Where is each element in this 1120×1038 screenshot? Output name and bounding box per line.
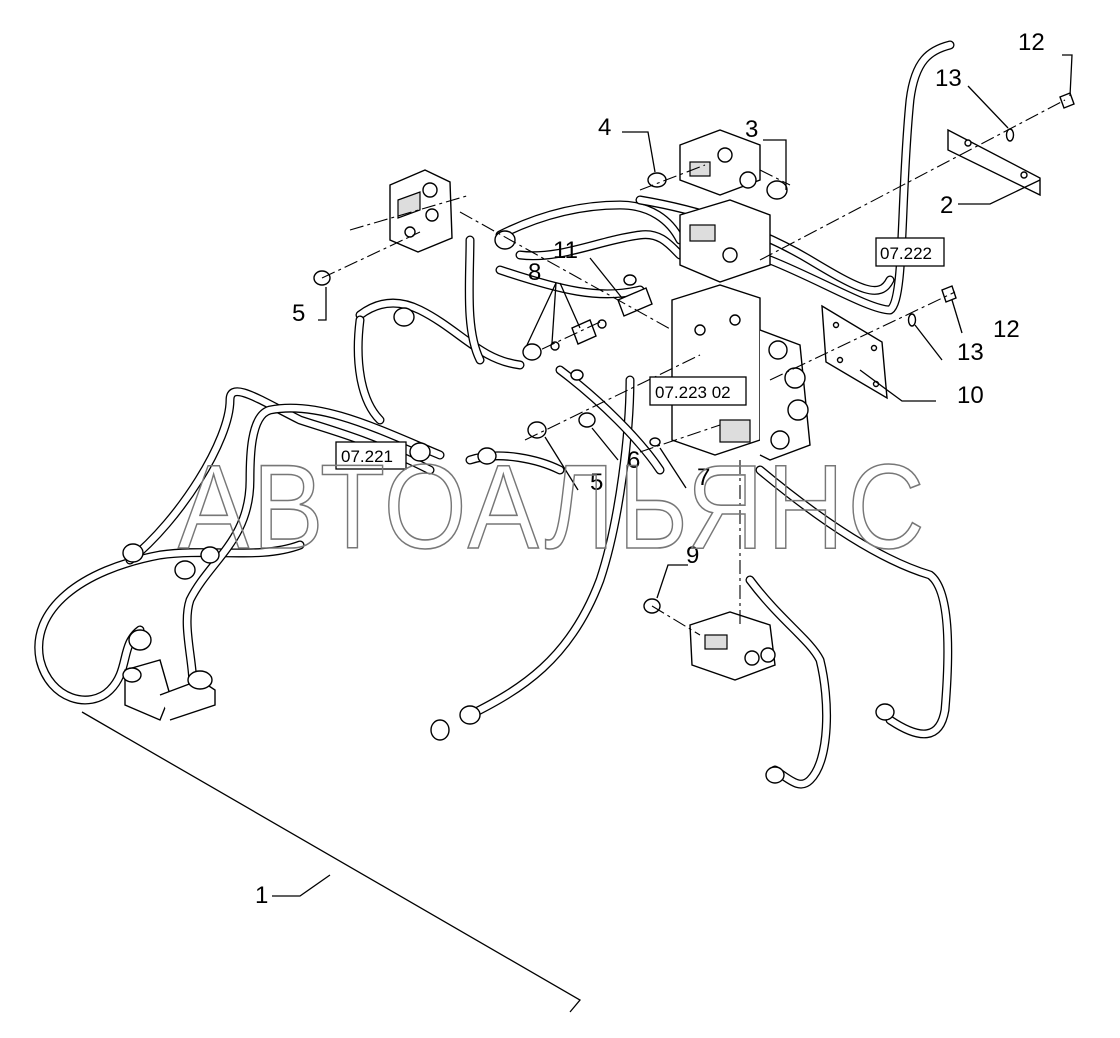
ref-box-07221[interactable]: 07.221 [335, 441, 407, 470]
fasteners [907, 92, 1075, 327]
leader-lines [81, 54, 1073, 1013]
callout-12: 12 [1018, 29, 1045, 56]
callout-11: 11 [553, 237, 578, 264]
watermark: АВТОАЛЬЯНС [178, 440, 928, 574]
callout-13: 13 [957, 339, 984, 366]
callout-8: 8 [528, 259, 541, 286]
ref-box-07222[interactable]: 07.222 [875, 237, 945, 267]
left-valve-block [389, 169, 453, 253]
callout-2: 2 [940, 192, 953, 219]
plate-10 [821, 304, 888, 400]
upper-distributor [679, 199, 771, 283]
lower-bracket [122, 659, 216, 721]
callout-4: 4 [598, 114, 611, 141]
callout-13: 13 [935, 65, 962, 92]
ref-0722302-label: 07.223 02 [655, 383, 731, 402]
components [122, 92, 1075, 784]
bracket-2 [947, 128, 1041, 197]
callout-5: 5 [292, 300, 305, 327]
callout-6: 6 [627, 447, 640, 474]
callout-10: 10 [957, 382, 984, 409]
callout-3: 3 [745, 116, 758, 143]
main-valve-stack [671, 284, 811, 461]
assembly-axes [321, 99, 1066, 636]
lower-valve [689, 611, 776, 681]
pipes [34, 40, 955, 789]
ref-07222-label: 07.222 [880, 244, 932, 263]
ref-boxes: 07.221 07.222 07.223 02 [335, 237, 945, 470]
callouts: 1 2 3 4 5 5 6 7 8 9 10 11 12 12 13 13 [255, 29, 1045, 909]
callout-5: 5 [590, 469, 603, 496]
callout-1: 1 [255, 882, 268, 909]
fittings [122, 172, 895, 784]
callout-12: 12 [993, 316, 1020, 343]
callout-7: 7 [697, 464, 710, 491]
ref-07221-label: 07.221 [341, 447, 393, 466]
callout-9: 9 [686, 542, 699, 569]
ref-box-0722302[interactable]: 07.223 02 [649, 376, 747, 406]
